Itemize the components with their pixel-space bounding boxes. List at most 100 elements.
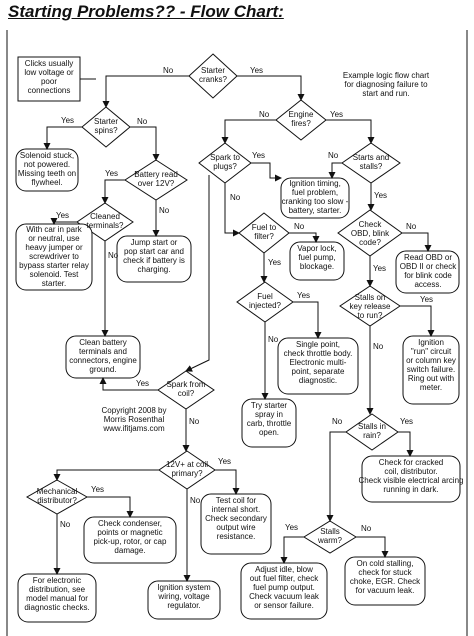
node-line: battery, starter.	[289, 206, 342, 215]
arrow-rain-no	[326, 431, 346, 522]
node-line: distribution, see	[29, 585, 86, 594]
node-line: spray in	[255, 410, 283, 419]
label-cleaned-yes: Yes	[56, 211, 69, 220]
node-line: Starter	[201, 66, 225, 75]
node-line: connectors, engine	[69, 356, 137, 365]
node-line: Clicks usually	[25, 59, 73, 68]
note-line: for diagnosing failure to	[344, 80, 428, 89]
node-line: over 12V?	[138, 179, 175, 188]
node-line: heavy jumper or	[25, 243, 83, 252]
node-line: open.	[259, 428, 279, 437]
note-clicks	[17, 56, 81, 102]
label-rain-no: No	[332, 417, 343, 426]
box-ignition-timing	[280, 177, 350, 219]
decision-stalls-rain	[345, 413, 399, 451]
node-line: screwdriver to	[29, 252, 79, 261]
node-text-vapor-lock: Vapor lock,fuel pump,blockage.	[297, 244, 336, 271]
node-line: low voltage or	[24, 68, 74, 77]
node-line: Fuel to	[252, 223, 277, 232]
node-line: Read OBD or	[404, 253, 452, 262]
node-line: OBD, blink	[351, 229, 390, 238]
label-injected-yes: Yes	[297, 291, 310, 300]
label-cranks-yes: Yes	[250, 66, 263, 75]
node-line: check if battery is	[123, 256, 185, 265]
node-line: resistance.	[217, 532, 256, 541]
node-line: Clean battery	[79, 338, 127, 347]
label-battery-yes: Yes	[105, 169, 118, 178]
node-line: diagnostic.	[299, 376, 337, 385]
node-line: ground.	[89, 365, 116, 374]
node-line: Check visible electrical arcing	[359, 476, 464, 485]
arrow-filter-no	[289, 232, 320, 243]
label-fires-no: No	[259, 110, 270, 119]
label-key-no: No	[373, 342, 384, 351]
node-line: For electronic	[33, 576, 81, 585]
label-warm-no: No	[361, 524, 372, 533]
node-line: bypass starter relay	[19, 261, 89, 270]
node-line: Ring out with	[408, 374, 454, 383]
node-line: coil?	[178, 389, 195, 398]
node-line: Check for cracked	[379, 458, 443, 467]
node-line: spins?	[94, 126, 118, 135]
node-line: check for stuck	[358, 568, 412, 577]
node-line: or sensor failure.	[254, 601, 314, 610]
node-line: diagnostic checks.	[24, 603, 89, 612]
label-cleaned-no: No	[108, 251, 119, 260]
node-line: terminals and	[79, 347, 127, 356]
node-line: Test coil for	[216, 496, 257, 505]
node-line: Missing teeth on	[18, 169, 76, 178]
page-title: Starting Problems?? - Flow Chart:	[8, 2, 284, 21]
note-line: www.ifitjams.com	[102, 424, 165, 433]
node-line: pop start car and	[124, 247, 184, 256]
node-line: key release	[350, 302, 391, 311]
node-line: Single point,	[296, 340, 340, 349]
node-line: point, separate	[292, 367, 345, 376]
node-text-ignition-timing: Ignition timing,fuel problem,cranking to…	[282, 179, 349, 215]
label-plugs-yes: Yes	[252, 151, 265, 160]
node-line: for blink code	[404, 271, 452, 280]
node-line: switch failure.	[407, 365, 455, 374]
node-line: fires?	[291, 119, 311, 128]
node-line: points or magnetic	[97, 528, 162, 537]
arrow-plugs-no-down	[185, 175, 210, 372]
node-line: poor	[41, 77, 57, 86]
node-text-single-point: Single point,check throttle body.Electro…	[284, 340, 353, 385]
arrow-primary-left	[53, 469, 159, 481]
node-line: check throttle body.	[284, 349, 353, 358]
node-line: terminals?	[87, 221, 124, 230]
node-line: Check secondary	[205, 514, 267, 523]
node-line: internal short.	[212, 505, 260, 514]
node-line: Ignition system	[157, 583, 211, 592]
arrow-obd-no	[402, 232, 432, 252]
decision-engine-fires	[275, 99, 327, 141]
node-line: Ignition	[418, 338, 444, 347]
arrow-injected-yes	[293, 301, 322, 339]
node-line: injected?	[249, 301, 282, 310]
label-coil-yes: Yes	[136, 379, 149, 388]
node-line: With car in park	[26, 225, 83, 234]
label-plugs-no: No	[230, 193, 241, 202]
label-primary-yes: Yes	[218, 457, 231, 466]
node-line: Spark from	[166, 380, 205, 389]
node-line: Starts and	[353, 153, 389, 162]
node-line: distributor?	[37, 496, 77, 505]
node-line: wiring, voltage	[157, 592, 210, 601]
label-warm-yes: Yes	[285, 523, 298, 532]
node-line: choke, EGR. Check	[350, 577, 421, 586]
node-line: flywheel.	[31, 178, 62, 187]
note-line: Morris Rosenthal	[104, 415, 165, 424]
decision-stalls-warm	[303, 520, 357, 554]
arrow-warm-yes	[280, 536, 304, 564]
